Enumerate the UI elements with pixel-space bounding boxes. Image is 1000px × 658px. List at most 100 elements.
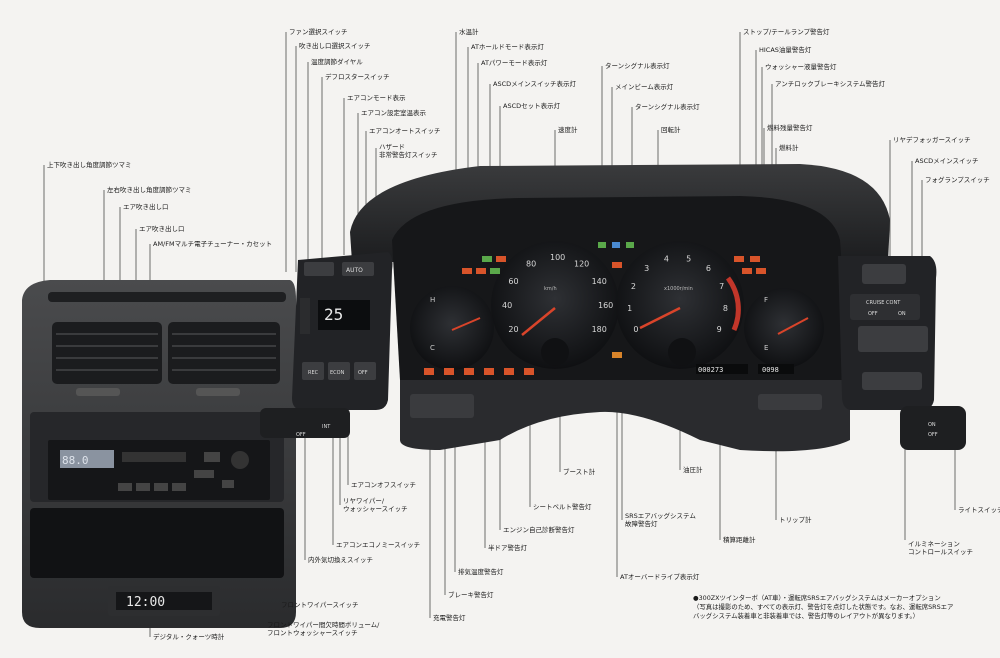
label-front-wiper-switch: フロントワイパースイッチ [281, 601, 359, 609]
label-trip-meter: トリップ計 [779, 516, 812, 524]
label-door-warning: 半ドア警告灯 [488, 544, 527, 552]
label-main-beam: メインビーム表示灯 [615, 83, 674, 91]
tacho-tick-9: 9 [717, 325, 722, 334]
tacho-tick-1: 1 [627, 304, 632, 313]
label-illumination-line2: コントロールスイッチ [908, 548, 973, 556]
speedo-tick-20: 20 [508, 325, 518, 334]
label-at-overdrive: ATオーバードライブ表示灯 [620, 573, 700, 581]
cruise-cont-label: CRUISE CONT [866, 300, 901, 306]
clock-readout: 12:00 [126, 595, 165, 610]
speedo-tick-60: 60 [508, 277, 518, 286]
tacho-tick-2: 2 [631, 282, 636, 291]
tacho-tick-0: 0 [633, 325, 638, 334]
label-charge-warning: 充電警告灯 [433, 614, 466, 622]
tacho-unit: x1000r/min [664, 286, 693, 292]
label-seatbelt-warning: シートベルト警告灯 [533, 503, 592, 511]
label-ac-off-switch: エアコンオフスイッチ [351, 481, 416, 489]
speedo-tick-140: 140 [592, 277, 607, 286]
caption-line-2: （写真は撮影のため、すべての表示灯、警告灯を点灯した状態です。なお、運転席SRS… [693, 603, 954, 611]
tacho-tick-3: 3 [644, 264, 649, 273]
label-srs-warning-line1: SRSエアバッグシステム [625, 512, 696, 520]
caption-line-3: バッグシステム装着車と非装着車では、警告灯等のレイアウトが異なります。） [693, 612, 920, 620]
label-defroster-switch: デフロスタースイッチ [325, 73, 390, 81]
label-clock: デジタル・クォーツ時計 [153, 633, 225, 641]
speedo-tick-100: 100 [550, 253, 565, 262]
label-boost-gauge: ブースト計 [563, 468, 596, 476]
label-fan-switch: ファン選択スイッチ [289, 28, 348, 36]
speedo-tick-40: 40 [502, 301, 512, 310]
label-fuel-gauge: 燃料計 [779, 144, 799, 152]
cruise-off-label: OFF [868, 311, 878, 317]
tacho-tick-7: 7 [719, 282, 724, 291]
label-fog-lamp-switch: フォグランプスイッチ [925, 176, 990, 184]
label-hazard-switch-line2: 非常警告灯スイッチ [379, 151, 438, 159]
right-switch-pod [838, 256, 966, 450]
tacho-tick-4: 4 [664, 254, 669, 263]
label-speedometer: 速度計 [558, 126, 578, 134]
label-rear-wiper-line1: リヤワイパー/ [343, 497, 385, 505]
label-wiper-volume-line1: フロントワイパー間欠時間ボリューム/ [267, 621, 380, 629]
label-temp-dial: 温度調節ダイヤル [311, 58, 363, 66]
label-stop-tail-warning: ストップ/テールランプ警告灯 [743, 28, 830, 36]
label-ac-economy-switch: エアコンエコノミースイッチ [336, 541, 421, 549]
cruise-on-label: ON [898, 311, 906, 317]
label-air-vent-2: エア吹き出し口 [139, 225, 185, 233]
label-hazard-switch-line1: ハザード [379, 143, 405, 151]
wiper-int-label: INT [322, 424, 331, 430]
label-hicas-warning: HICAS油量警告灯 [759, 46, 812, 54]
label-lr-vent-knob: 左右吹き出し角度調節ツマミ [107, 186, 192, 194]
label-wiper-volume-line2: フロントウォッシャースイッチ [267, 629, 358, 637]
speedo-tick-80: 80 [526, 259, 536, 268]
light-off-label: OFF [928, 432, 938, 438]
label-illumination-line1: イルミネーション [908, 540, 960, 548]
radio-freq-readout: 88.0 [62, 454, 89, 467]
tacho-tick-6: 6 [706, 264, 711, 273]
label-ascd-main-indicator: ASCDメインスイッチ表示灯 [493, 80, 576, 88]
left-switch-pod [260, 252, 393, 438]
label-abs-warning: アンチロックブレーキシステム警告灯 [775, 80, 886, 88]
tacho-tick-5: 5 [686, 254, 691, 263]
label-vent-select-switch: 吹き出し口選択スイッチ [299, 42, 371, 50]
label-ac-mode-display: エアコンモード表示 [347, 94, 406, 102]
label-fuel-warning: 燃料残量警告灯 [767, 124, 813, 132]
light-on-label: ON [928, 422, 936, 428]
caption-line-1: ●300ZXツインターボ（AT車）・運転席SRSエアバッグシステムはメーカーオプ… [693, 594, 941, 602]
instrument-cluster [350, 164, 890, 452]
center-console [22, 280, 296, 628]
label-brake-warning: ブレーキ警告灯 [448, 591, 494, 599]
label-light-switch: ライトスイッチ [958, 506, 1000, 514]
label-radio: AM/FMマルチ電子チューナー・カセット [153, 240, 273, 248]
label-oil-pressure: 油圧計 [683, 466, 703, 474]
label-turn-signal-1: ターンシグナル表示灯 [605, 62, 670, 70]
label-odometer: 積算距離計 [723, 536, 756, 544]
label-air-vent-1: エア吹き出し口 [123, 203, 169, 211]
label-exhaust-warning: 排気温度警告灯 [458, 568, 504, 576]
water-cold-mark: C [430, 344, 435, 352]
ac-auto-button-label: AUTO [346, 267, 363, 274]
label-water-temp: 水温計 [459, 28, 479, 36]
speedo-tick-180: 180 [592, 325, 607, 334]
label-engine-warning: エンジン自己診断警告灯 [503, 526, 575, 534]
label-ac-auto-switch: エアコンオートスイッチ [369, 127, 441, 135]
label-updown-vent-knob: 上下吹き出し角度調節ツマミ [47, 161, 132, 169]
label-at-hold: ATホールドモード表示灯 [471, 43, 544, 51]
fuel-full-mark: F [764, 296, 768, 304]
label-rear-defogger: リヤデフォッガースイッチ [893, 136, 971, 144]
label-rear-wiper-line2: ウォッシャースイッチ [343, 505, 408, 513]
trip-readout: 0098 [762, 366, 779, 374]
wiper-off-label: OFF [296, 432, 306, 438]
label-tachometer: 回転計 [661, 126, 681, 134]
label-srs-warning-line2: 故障警告灯 [625, 520, 658, 528]
ac-temp-readout: 25 [324, 305, 343, 324]
fuel-empty-mark: E [764, 344, 768, 352]
label-recirc-switch: 内外気切換えスイッチ [308, 556, 373, 564]
label-ascd-main-switch: ASCDメインスイッチ [915, 157, 979, 165]
ac-econ-label: ECON [330, 370, 345, 376]
speedo-tick-120: 120 [574, 259, 589, 268]
odometer-readout: 000273 [698, 366, 723, 374]
tacho-tick-8: 8 [723, 304, 728, 313]
